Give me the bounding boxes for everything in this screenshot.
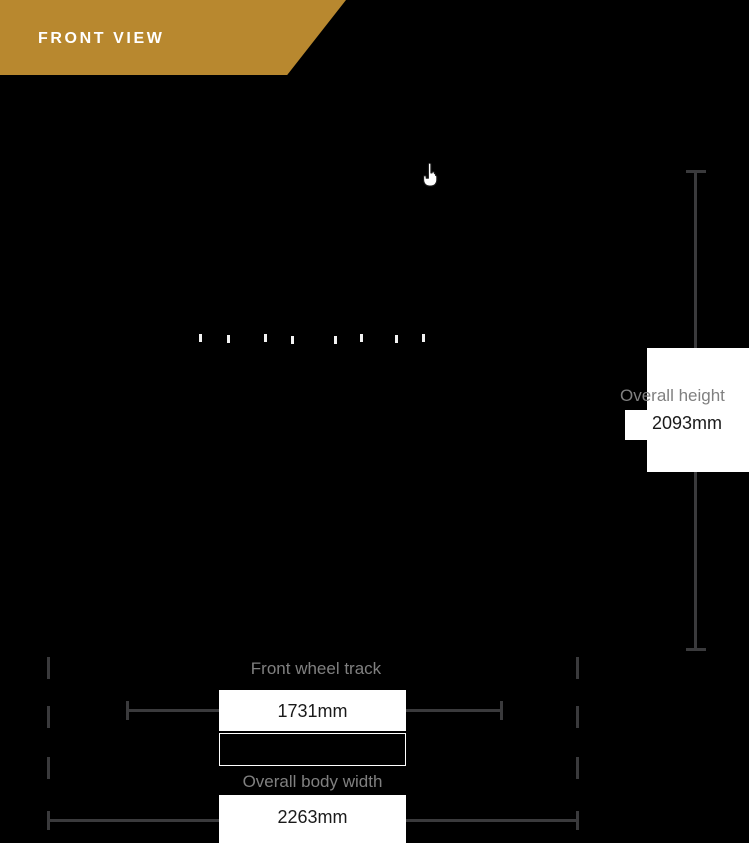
grille-dash [199, 334, 202, 342]
grille-dash [264, 334, 267, 342]
overall-height-value: 2093mm [651, 413, 723, 433]
overall-height-value-backdrop [625, 410, 749, 440]
front-wheel-track-value: 1731mm [277, 701, 348, 721]
grille-dash [291, 336, 294, 344]
overall-body-width-right-cap [576, 811, 579, 830]
grille-dash [422, 334, 425, 342]
overall-body-width-value: 2263mm [277, 807, 348, 827]
front-view-banner [0, 0, 346, 75]
body-width-extension-left [47, 706, 50, 728]
overall-body-width-value-backdrop [219, 795, 406, 843]
body-width-extension-right [576, 706, 579, 728]
body-width-extension-right [576, 657, 579, 679]
pointing-hand-cursor [421, 162, 439, 187]
body-width-extension-left [47, 757, 50, 779]
front-view-banner-label: FRONT VIEW [38, 30, 165, 47]
overall-body-width-title: Overall body width [242, 772, 383, 791]
dimension-connector-box [219, 733, 406, 766]
grille-dash [227, 335, 230, 343]
grille-dash [360, 334, 363, 342]
grille-dash [334, 336, 337, 344]
grille-dash [395, 335, 398, 343]
overall-height-title: Overall height [620, 386, 725, 405]
front-wheel-track-value-backdrop [219, 690, 406, 731]
front-wheel-track-right-cap [500, 701, 503, 720]
body-width-extension-left [47, 657, 50, 679]
body-width-extension-right [576, 757, 579, 779]
front-wheel-track-title: Front wheel track [250, 659, 382, 678]
overall-height-bottom-cap [686, 648, 706, 651]
